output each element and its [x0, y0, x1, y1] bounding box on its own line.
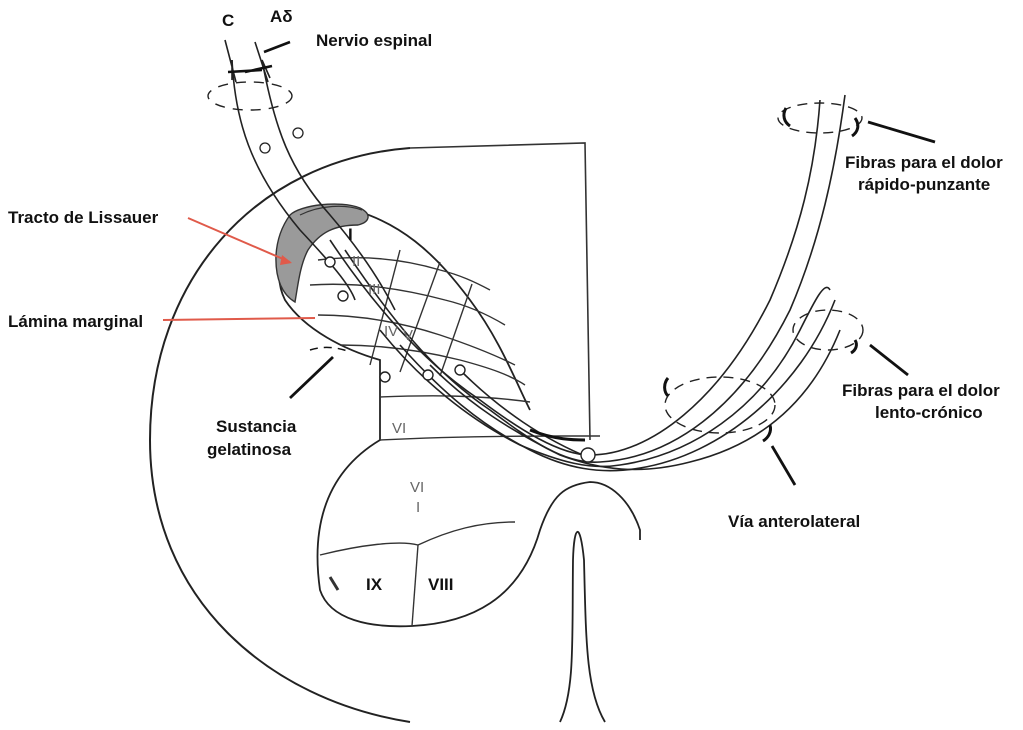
label-marginal: Lámina marginal: [8, 312, 143, 331]
label-sustancia-1: Sustancia: [216, 417, 297, 436]
pointer-rapido: [868, 122, 935, 142]
lamina-v: V: [403, 327, 413, 344]
nerve-rootlets: [225, 40, 395, 310]
lamina-vii-b: I: [416, 499, 420, 516]
grey-matter-outline: [279, 210, 640, 626]
pointer-anterolateral: [772, 446, 795, 485]
sustancia-dash: [310, 347, 350, 352]
lamina-ix: IX: [366, 575, 383, 594]
lamina-iii: III: [368, 281, 381, 298]
label-anterolateral: Vía anterolateral: [728, 512, 860, 531]
pointer-lissauer: [188, 218, 290, 262]
lamina-iv: IV: [384, 323, 398, 340]
laminae-grid: [310, 250, 600, 440]
label-rapido-2: rápido-punzante: [858, 175, 990, 194]
lamina-viii: VIII: [428, 575, 454, 594]
lamina-vi: VI: [392, 420, 406, 437]
pointer-sustancia: [290, 357, 333, 398]
label-nervio-espinal: Nervio espinal: [316, 31, 432, 50]
nerve-dashed-ring: [208, 82, 292, 110]
label-fiber-c: C: [222, 11, 234, 30]
label-sustancia-2: gelatinosa: [207, 440, 292, 459]
label-rapido-1: Fibras para el dolor: [845, 153, 1003, 172]
lamina-vii-a: VI: [410, 479, 424, 496]
ventral-divisions: [320, 522, 515, 626]
pointer-lento: [870, 345, 908, 375]
label-lento-2: lento-crónico: [875, 403, 983, 422]
tract-dark-marks: [665, 108, 858, 441]
label-fiber-ad: Aδ: [270, 7, 293, 26]
nerve-hand-marks: [228, 42, 290, 72]
label-lento-1: Fibras para el dolor: [842, 381, 1000, 400]
anterior-median-fissure: [560, 532, 605, 722]
lamina-i: I: [348, 225, 353, 244]
label-lissauer: Tracto de Lissauer: [8, 208, 159, 227]
rootlet-ganglia: [260, 128, 303, 153]
lamina-ii: II: [352, 253, 360, 270]
pointer-marginal: [163, 318, 315, 320]
